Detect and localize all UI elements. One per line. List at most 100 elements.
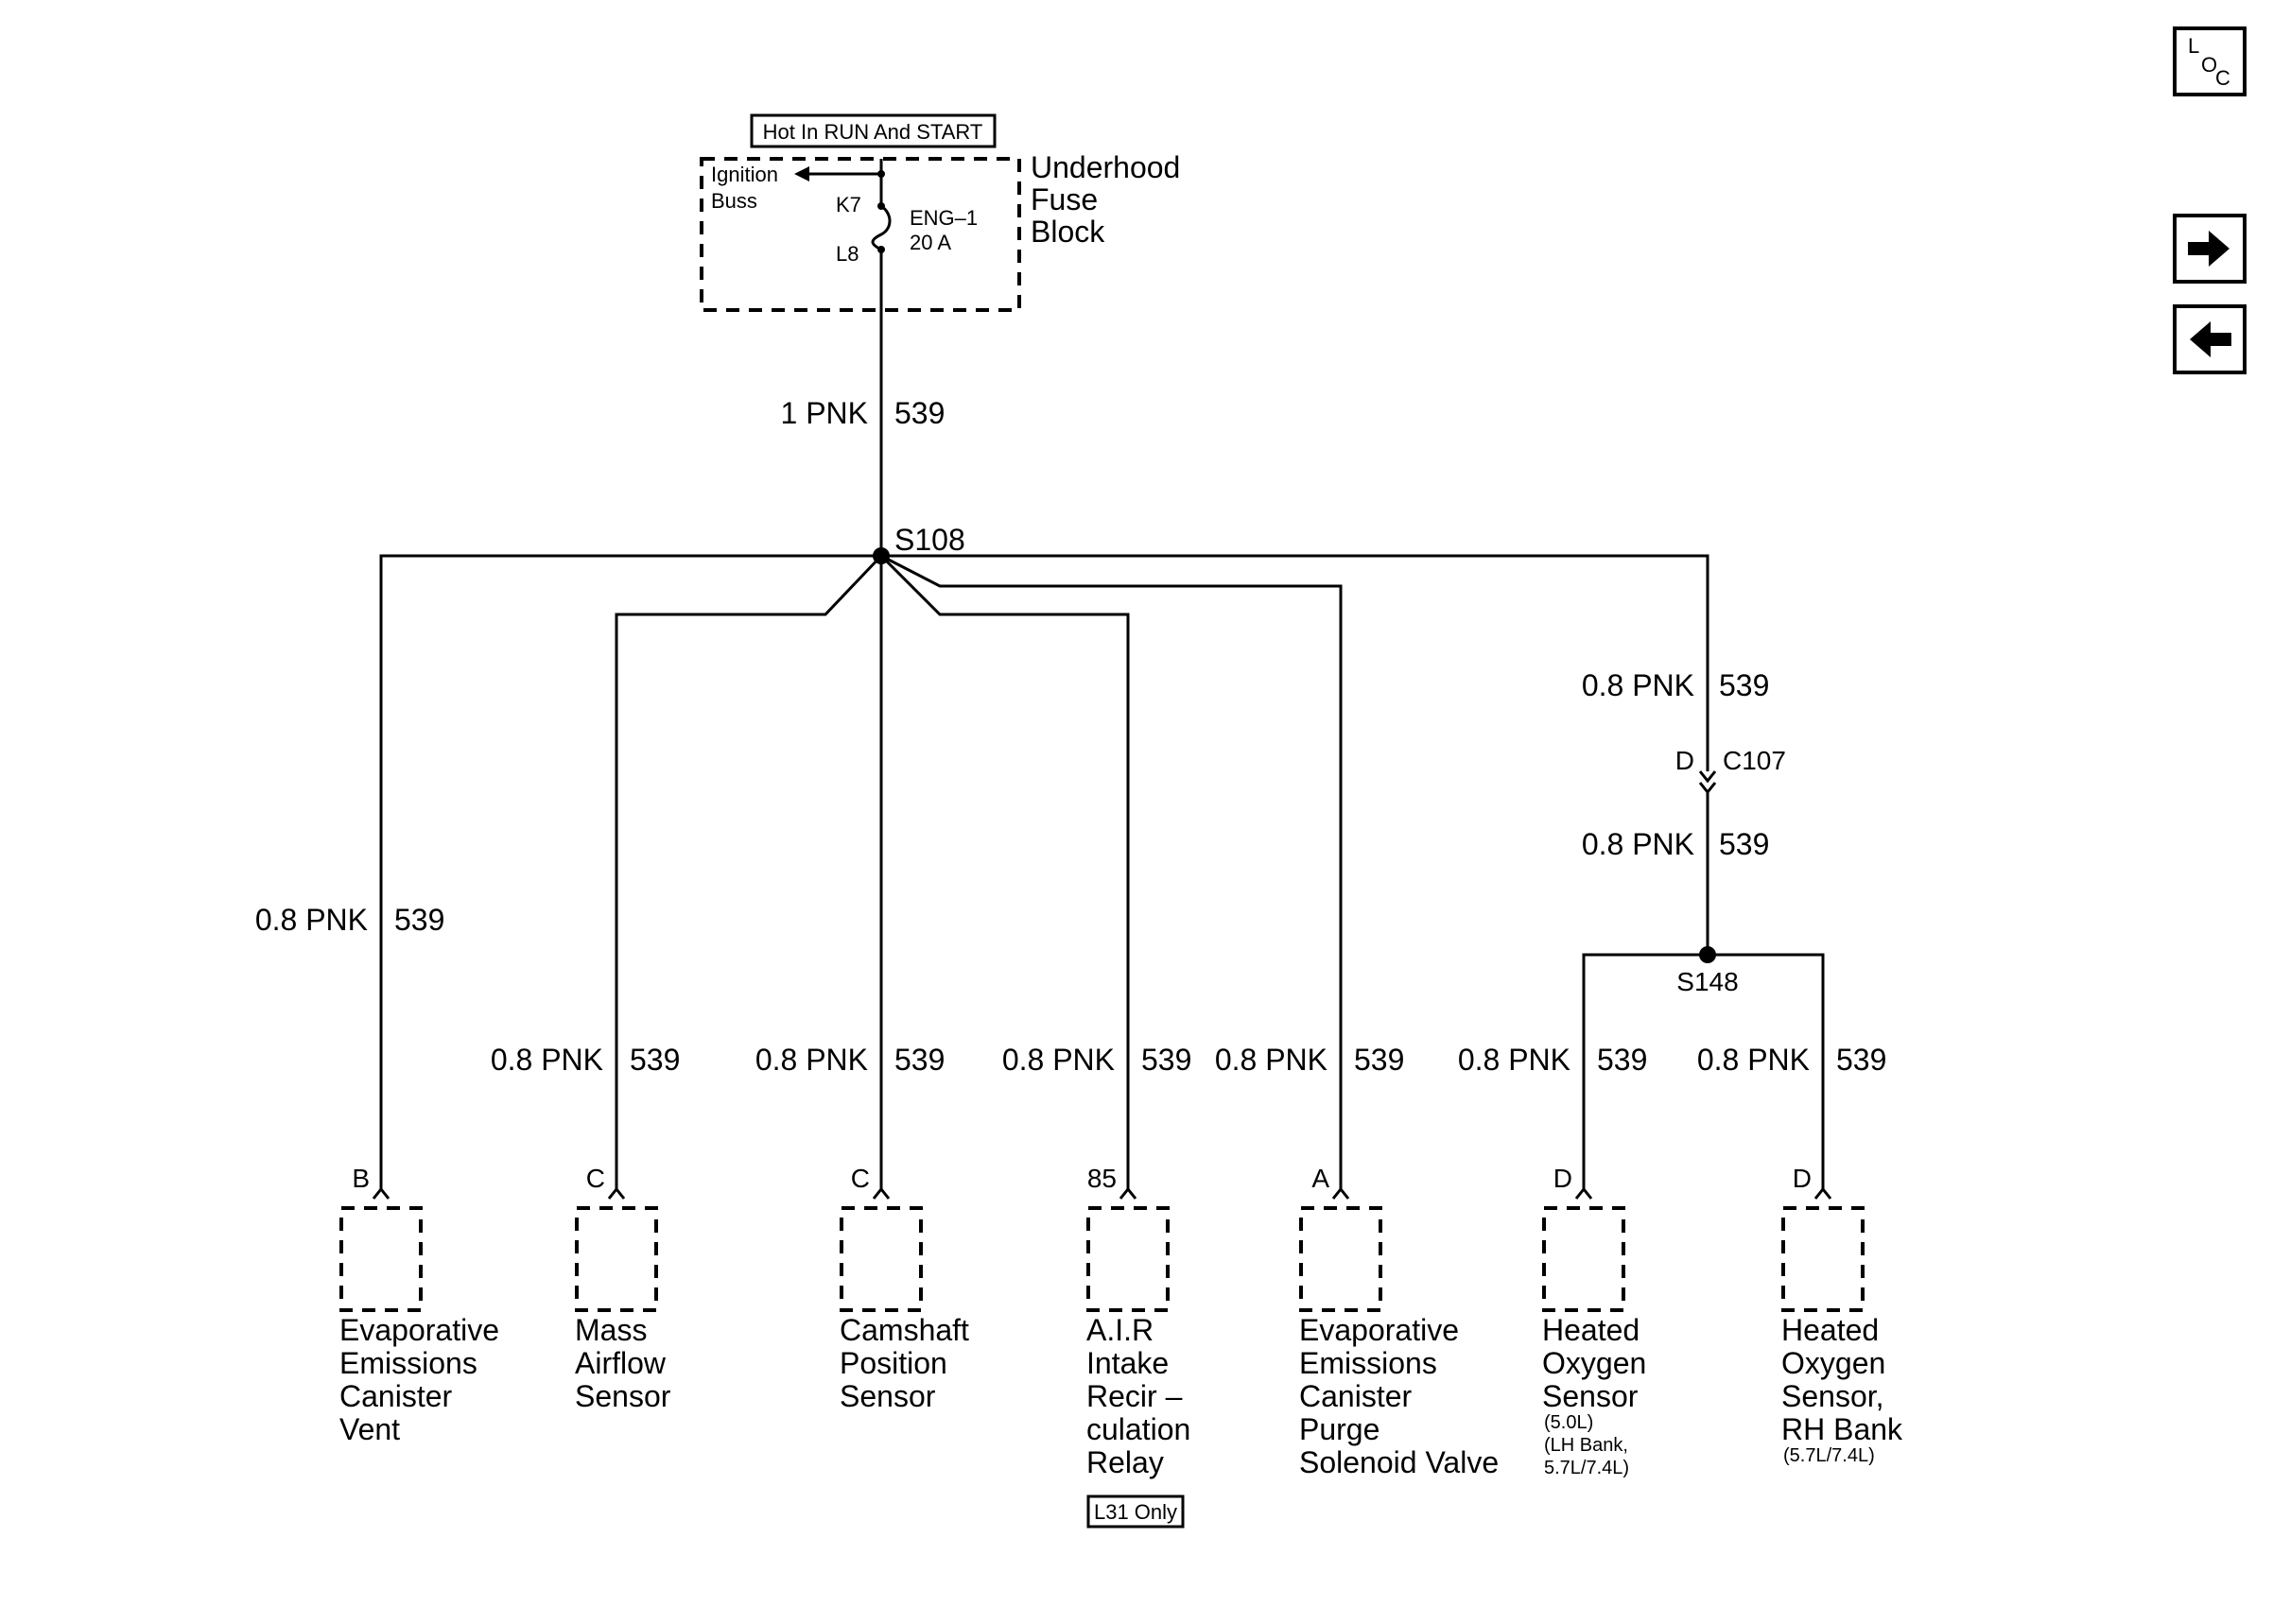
wire-gauge-label: 0.8 PNK — [491, 1043, 603, 1077]
wire-gauge-label: 0.8 PNK — [1697, 1043, 1810, 1077]
connector-pin-label: A — [1311, 1164, 1329, 1193]
component-name-line: Airflow — [575, 1346, 667, 1380]
wire-gauge-label: 0.8 PNK — [1215, 1043, 1327, 1077]
wire-circuit-label: 539 — [1836, 1043, 1886, 1077]
fuse-block-title-2: Fuse — [1031, 182, 1098, 216]
component-name-line: Sensor, — [1781, 1379, 1884, 1413]
wire-circuit-label: 539 — [1141, 1043, 1191, 1077]
main-wire-circuit: 539 — [894, 396, 945, 430]
connector-terminal-icon — [1574, 1186, 1593, 1200]
next-page-button[interactable] — [2173, 214, 2247, 284]
component-name-line: Sensor — [1542, 1379, 1639, 1413]
right-upper-gauge: 0.8 PNK — [1582, 668, 1694, 702]
component-name-line: Recir – — [1086, 1379, 1183, 1413]
location-button[interactable]: L O C — [2173, 26, 2247, 96]
connector-terminal-icon — [1119, 1186, 1137, 1200]
connector-pin-label: C — [851, 1164, 870, 1193]
wire-gauge-label: 0.8 PNK — [755, 1043, 868, 1077]
connector-terminal-icon — [1813, 1186, 1832, 1200]
connector-pin-label: 85 — [1087, 1164, 1117, 1193]
connector-pin-label: D — [1553, 1164, 1572, 1193]
component-name-line: Canister — [1299, 1379, 1413, 1413]
loc-c-text: C — [2215, 66, 2230, 90]
wire-gauge-label: 0.8 PNK — [1002, 1043, 1115, 1077]
fuse-block-title-1: Underhood — [1031, 150, 1180, 184]
arrow-right-icon — [2188, 231, 2230, 267]
branch-wire-right — [881, 554, 1709, 771]
right-lower-gauge: 0.8 PNK — [1582, 827, 1694, 861]
component-name-line: Purge — [1299, 1412, 1379, 1446]
component-name-line: RH Bank — [1781, 1412, 1903, 1446]
fuse-name: ENG–1 — [910, 206, 978, 230]
component-name-line: culation — [1086, 1412, 1190, 1446]
component-name-line: Evaporative — [339, 1313, 499, 1347]
branch-wire-1 — [379, 554, 881, 1189]
connector-c107: D C107 — [1675, 746, 1786, 795]
component-name-line: Canister — [339, 1379, 453, 1413]
branch-wire-5 — [880, 554, 1343, 1189]
component-name-line: Oxygen — [1781, 1346, 1885, 1380]
splice-s108-label: S108 — [894, 523, 965, 557]
branch-wire-4 — [879, 554, 1130, 1189]
option-tag-label: L31 Only — [1094, 1500, 1177, 1524]
component-box — [1542, 1206, 1625, 1312]
component-note-line: (5.0L) — [1544, 1412, 1593, 1433]
component-name-line: Mass — [575, 1313, 647, 1347]
wire-circuit-label: 539 — [1597, 1043, 1647, 1077]
wire-circuit-label: 539 — [894, 1043, 945, 1077]
main-wire-gauge: 1 PNK — [781, 396, 868, 430]
underhood-fuse-block: Ignition Buss K7 L8 ENG–1 20 A Underhood… — [700, 150, 1180, 312]
right-lower-circuit: 539 — [1719, 827, 1769, 861]
component-note-line: 5.7L/7.4L) — [1544, 1458, 1629, 1478]
component-name-line: Heated — [1542, 1313, 1640, 1347]
hot-in-run-start-label: Hot In RUN And START — [750, 113, 997, 148]
component-box — [1086, 1206, 1170, 1312]
previous-page-button[interactable] — [2173, 304, 2247, 374]
loc-l-text: L — [2188, 34, 2199, 58]
component-name-line: Sensor — [575, 1379, 671, 1413]
branch-wire-7 — [1708, 953, 1825, 1189]
component-note-line: (5.7L/7.4L) — [1783, 1445, 1875, 1466]
ignition-label: Ignition — [711, 163, 778, 186]
component-name-line: Emissions — [1299, 1346, 1437, 1380]
component-name-line: Relay — [1086, 1445, 1164, 1479]
component-box — [840, 1206, 923, 1312]
component-name-line: Intake — [1086, 1346, 1169, 1380]
hot-label-text: Hot In RUN And START — [763, 120, 983, 144]
wire-gauge-label: 0.8 PNK — [1458, 1043, 1570, 1077]
c107-pin: D — [1675, 746, 1694, 775]
connector-terminal-icon — [1331, 1186, 1350, 1200]
connector-pin-label: D — [1793, 1164, 1812, 1193]
component-name-line: Heated — [1781, 1313, 1879, 1347]
component-name-line: Vent — [339, 1412, 400, 1446]
c107-name: C107 — [1723, 746, 1786, 775]
connector-terminal-icon — [872, 1186, 891, 1200]
component-name-line: A.I.R — [1086, 1313, 1154, 1347]
connector-pin-label: C — [586, 1164, 605, 1193]
component-name-line: Position — [840, 1346, 947, 1380]
wire-circuit-label: 539 — [630, 1043, 680, 1077]
fuse-symbol-icon — [871, 204, 892, 251]
component-box — [1299, 1206, 1382, 1312]
wire-circuit-label: 539 — [1354, 1043, 1404, 1077]
right-upper-circuit: 539 — [1719, 668, 1769, 702]
buss-label: Buss — [711, 189, 757, 213]
branch-wire-6 — [1582, 953, 1708, 1189]
wire-circuit-label: 539 — [394, 903, 444, 937]
component-name-line: Solenoid Valve — [1299, 1445, 1499, 1479]
component-name-line: Emissions — [339, 1346, 477, 1380]
branch-wire-2 — [615, 554, 883, 1189]
component-note-line: (LH Bank, — [1544, 1435, 1628, 1456]
connector-terminal-icon — [607, 1186, 626, 1200]
wire-gauge-label: 0.8 PNK — [255, 903, 368, 937]
connector-pin-label: B — [352, 1164, 370, 1193]
fuse-block-title-3: Block — [1031, 215, 1105, 249]
fuse-rating: 20 A — [910, 231, 951, 254]
